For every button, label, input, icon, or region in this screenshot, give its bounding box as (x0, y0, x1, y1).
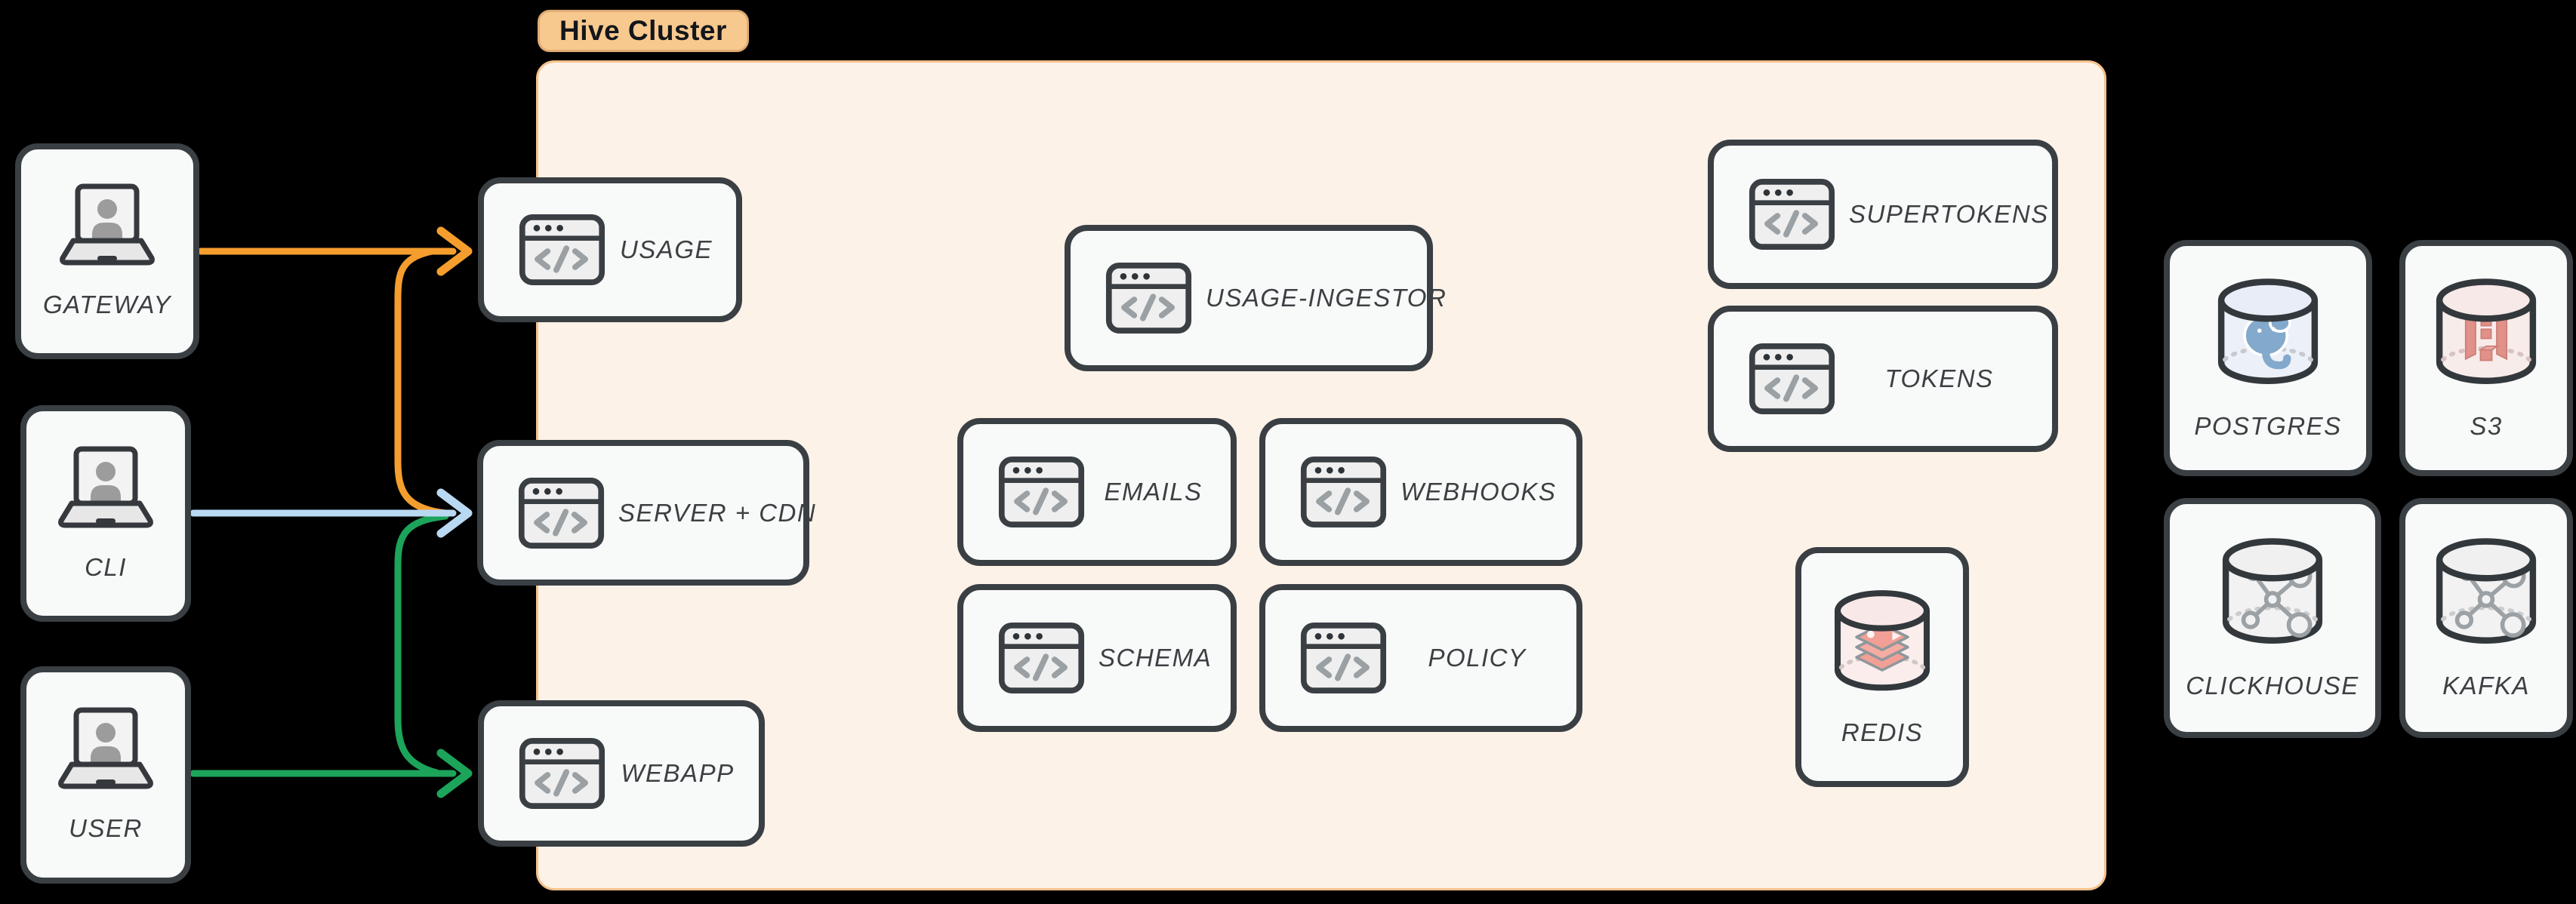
service-redis: REDIS (1795, 547, 1969, 787)
hive-cluster-label: Hive Cluster (538, 10, 749, 52)
service-emails: EMAILS (957, 418, 1237, 566)
store-label: POSTGRES (2194, 411, 2342, 440)
code-window-icon (1749, 343, 1835, 415)
actor-user: USER (20, 666, 191, 884)
edge-gateway-servercdn (394, 248, 449, 517)
actor-label: CLI (85, 552, 127, 581)
store-postgres: POSTGRES (2164, 240, 2372, 476)
laptop-user-icon (49, 446, 162, 530)
code-window-icon (519, 737, 605, 810)
edge-user-servercdn (394, 512, 449, 776)
service-usage-ingestor: USAGE-INGESTOR (1065, 225, 1446, 371)
service-label: USAGE-INGESTOR (1206, 284, 1447, 312)
service-schema: SCHEMA (957, 584, 1237, 732)
actor-label: GATEWAY (42, 291, 172, 318)
store-clickhouse: CLICKHOUSE (2164, 498, 2381, 738)
service-label: WEBHOOKS (1400, 478, 1557, 506)
code-window-icon (1105, 262, 1192, 334)
actor-cli: CLI (20, 405, 191, 622)
store-label: CLICKHOUSE (2186, 672, 2359, 700)
code-window-icon (1300, 622, 1387, 694)
service-supertokens: SUPERTOKENS (1708, 140, 2058, 289)
laptop-user-icon (51, 183, 164, 268)
service-webhooks: WEBHOOKS (1259, 418, 1582, 566)
edge-gateway-usage-arrowhead (436, 226, 473, 276)
code-window-icon (1300, 456, 1387, 528)
actor-gateway: GATEWAY (15, 143, 199, 359)
code-window-icon (998, 622, 1085, 694)
service-webapp: WEBAPP (478, 700, 765, 847)
store-label: S3 (2470, 411, 2503, 440)
s3-cylinder-icon (2426, 276, 2547, 389)
cluster-nodes-cylinder-icon (2426, 536, 2547, 649)
service-label: EMAILS (1104, 478, 1203, 506)
edge-cli-servercdn-arrowhead (436, 488, 473, 538)
service-tokens: TOKENS (1708, 306, 2058, 452)
cluster-nodes-cylinder-icon (2212, 536, 2333, 649)
service-label: SERVER + CDN (618, 498, 817, 527)
service-label: POLICY (1428, 644, 1527, 672)
code-window-icon (1749, 178, 1835, 251)
service-label: USAGE (619, 235, 713, 263)
service-label: SUPERTOKENS (1849, 200, 2049, 228)
service-label: SCHEMA (1098, 644, 1213, 672)
store-s3: S3 (2399, 240, 2573, 476)
store-label: KAFKA (2442, 672, 2530, 700)
service-label: REDIS (1841, 718, 1924, 746)
postgres-cylinder-icon (2208, 276, 2328, 389)
actor-label: USER (69, 814, 143, 842)
edge-user-webapp-arrowhead (436, 749, 473, 798)
laptop-user-icon (49, 707, 162, 792)
service-label: WEBAPP (621, 759, 735, 787)
service-label: TOKENS (1884, 364, 1994, 392)
service-server-cdn: SERVER + CDN (477, 440, 815, 586)
service-usage: USAGE (478, 177, 742, 322)
code-window-icon (998, 456, 1085, 528)
code-window-icon (518, 477, 605, 549)
service-policy: POLICY (1259, 584, 1582, 732)
store-kafka: KAFKA (2399, 498, 2573, 738)
redis-cylinder-icon (1825, 588, 1940, 696)
code-window-icon (519, 214, 605, 286)
hive-cluster-label-text: Hive Cluster (559, 15, 727, 46)
